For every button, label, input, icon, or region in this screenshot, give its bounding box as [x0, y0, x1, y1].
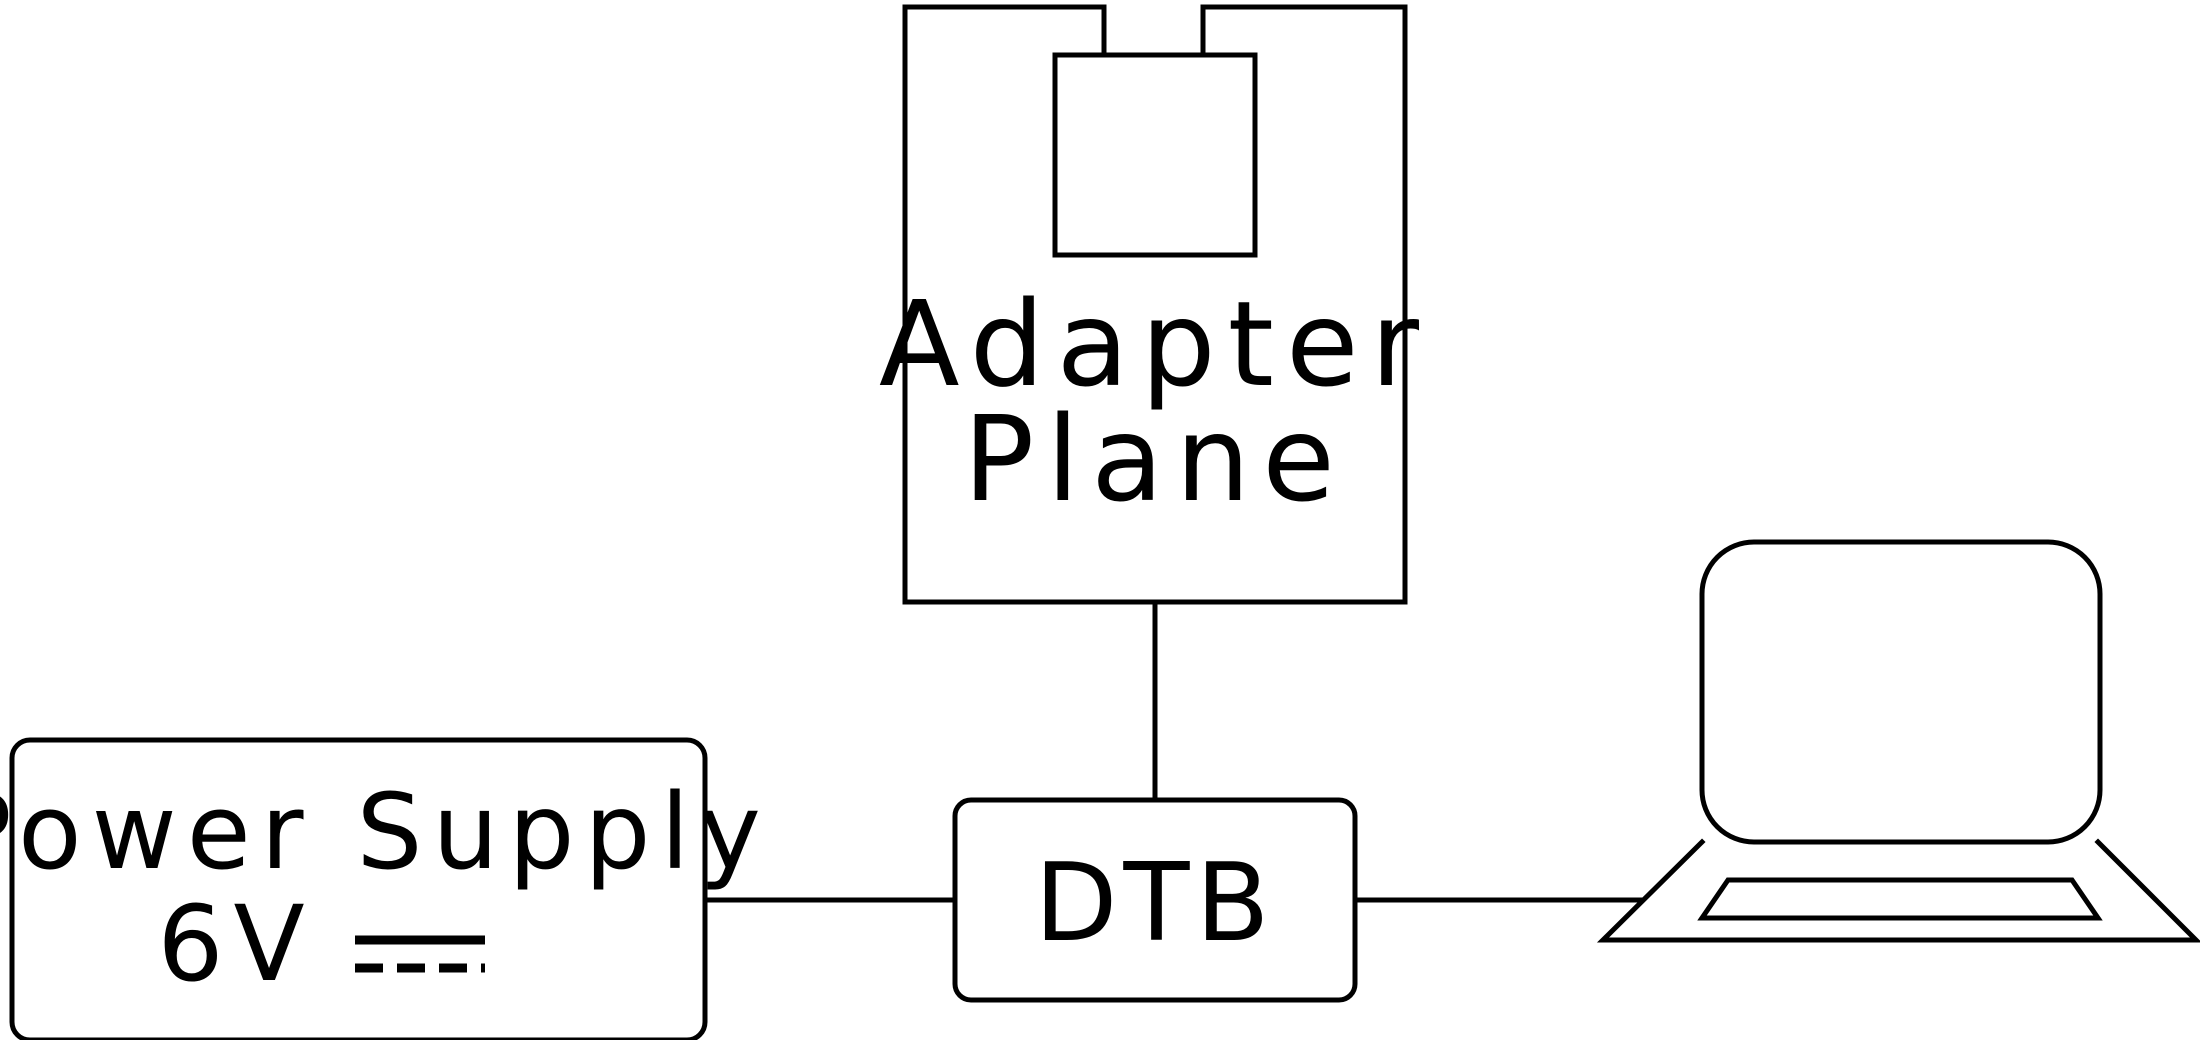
- power-supply-block: Power Supply 6V: [0, 737, 771, 1040]
- power-supply-voltage: 6V: [157, 883, 314, 1005]
- power-supply-label: Power Supply: [0, 771, 771, 893]
- dc-current-icon: [355, 935, 485, 973]
- laptop-keyboard: [1697, 877, 2103, 921]
- laptop-base: [1596, 838, 2200, 943]
- module-icon: [1052, 4, 1258, 258]
- adapter-plane-block: Adapter Plane: [879, 4, 1431, 605]
- power-supply-outline: [9, 737, 708, 1040]
- dtb-block: DTB: [952, 797, 1358, 1003]
- connections: [702, 599, 1643, 903]
- dtb-label: DTB: [1034, 841, 1275, 966]
- adapter-plane-label-line1: Adapter: [879, 275, 1431, 413]
- adapter-plane-label-line2: Plane: [963, 390, 1347, 528]
- laptop-icon: [1596, 539, 2200, 943]
- laptop-screen: [1699, 539, 2103, 845]
